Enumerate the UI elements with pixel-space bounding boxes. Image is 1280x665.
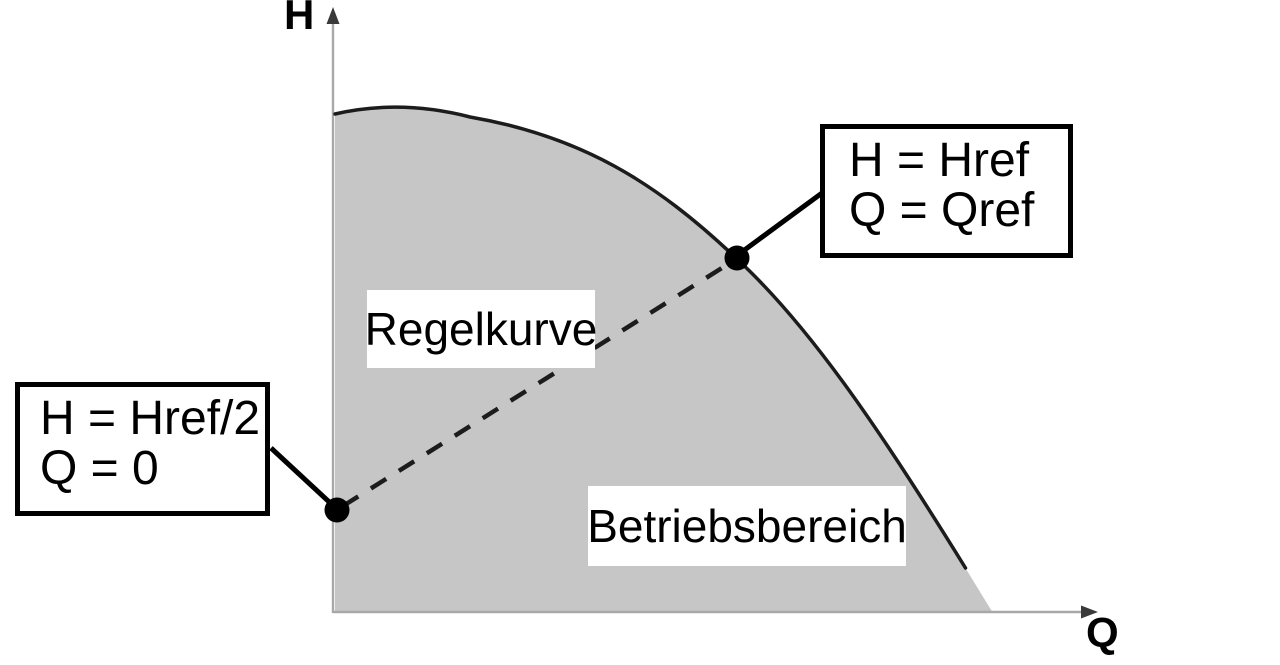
callout-zero-flow-point: H = Href/2 Q = 0 [15,382,270,516]
y-axis-label: H [284,0,315,38]
callout-ref-line2: Q = Qref [849,184,1035,237]
callout-zero-line2: Q = 0 [40,442,159,495]
point-marker-zero-flow [324,497,350,523]
pump-curve [333,105,968,570]
control-curve-dashed-line [341,259,735,508]
callout-ref-line1: H = Href [849,134,1030,187]
callout-ref-point: H = Href Q = Qref [820,124,1073,258]
callout-leader-ref [733,190,824,260]
x-axis-arrow-icon [1081,605,1098,619]
operating-region-label: Betriebsbereich [587,486,907,566]
point-marker-ref [724,245,750,271]
callout-zero-line1: H = Href/2 [40,392,261,445]
y-axis-arrow-icon [326,7,340,24]
control-curve-label: Regelkurve [365,290,597,368]
x-axis-label: Q [1086,609,1119,656]
